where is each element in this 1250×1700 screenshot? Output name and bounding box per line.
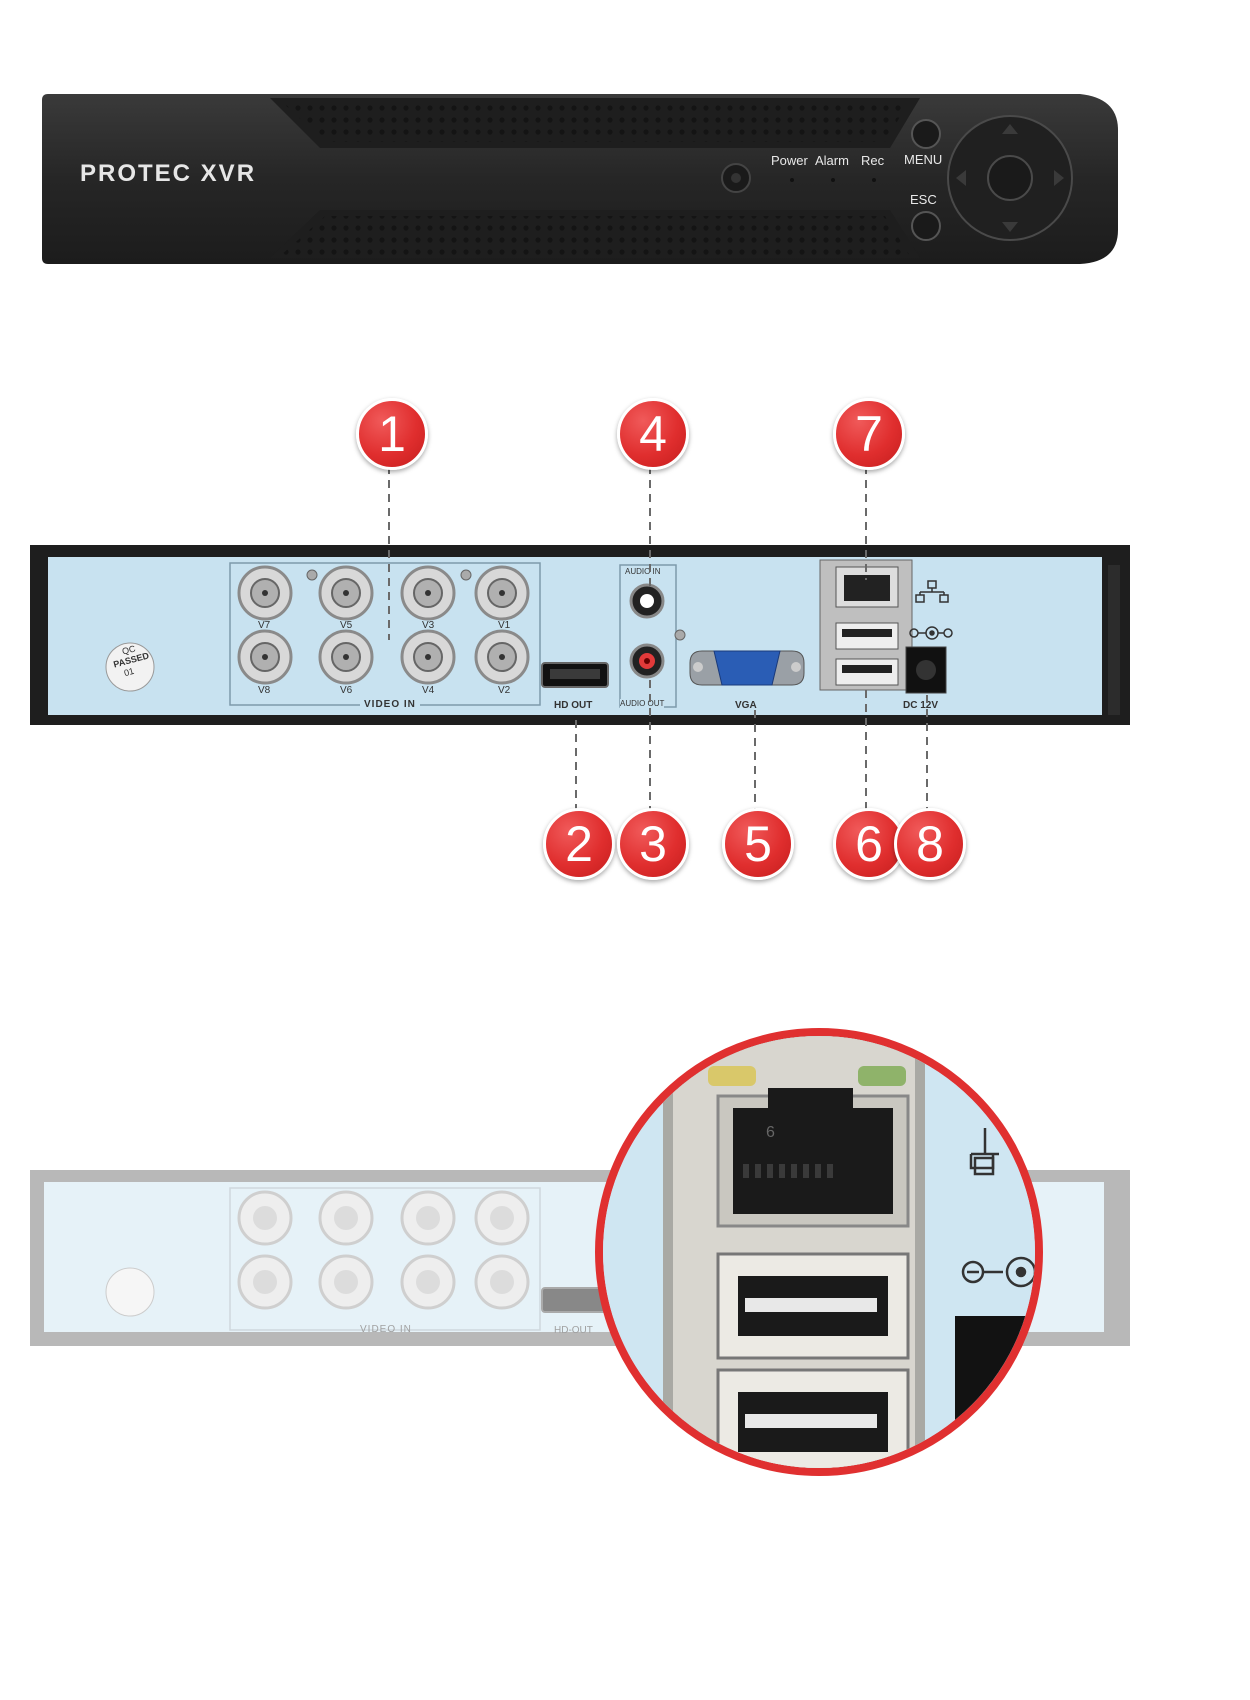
label-v3: V3: [422, 620, 435, 631]
esc-button-shape: [911, 211, 941, 241]
callout-badge-2: 2: [543, 808, 615, 880]
front-panel-drawing: [42, 94, 1118, 264]
screw-icon: [306, 569, 318, 581]
vga-label: VGA: [735, 700, 757, 711]
alarm-led: [831, 178, 835, 182]
zoom-port-number: 6: [766, 1124, 775, 1141]
rec-indicator-label: Rec: [861, 153, 885, 168]
faded-video-in-label: VIDEO IN: [360, 1324, 412, 1335]
zoom-dc-polarity-icon: [961, 1256, 1035, 1288]
bnc-connector-v7: [237, 565, 293, 621]
menu-button[interactable]: MENU: [904, 152, 943, 167]
qc-sticker: [105, 642, 155, 692]
bnc-connector-v6: [318, 629, 374, 685]
faded-hd-out-label: HD-OUT: [554, 1325, 593, 1336]
screw-icon: [674, 629, 686, 641]
callout-lines: [388, 466, 928, 810]
label-v2: V2: [498, 685, 511, 696]
screw-icon: [460, 569, 472, 581]
label-v4: V4: [422, 685, 435, 696]
callout-badge-1: 1: [356, 398, 428, 470]
zoom-network-symbol-icon: [969, 1128, 999, 1176]
rec-led: [872, 178, 876, 182]
label-v8: V8: [258, 685, 271, 696]
zoom-detail-drawing: [603, 1036, 1035, 1468]
bnc-connector-v5: [318, 565, 374, 621]
power-led: [790, 178, 794, 182]
zoom-dc-jack-icon: [955, 1316, 1035, 1466]
bnc-connector-v2: [474, 629, 530, 685]
callout-badge-7: 7: [833, 398, 905, 470]
label-v6: V6: [340, 685, 353, 696]
brand-logo: PROTEC XVR: [80, 160, 257, 187]
callout-badge-4: 4: [617, 398, 689, 470]
dc-12v-label: DC 12V: [903, 700, 939, 711]
front-panel: PROTEC XVR Power Alarm Rec MENU ESC: [40, 90, 1120, 266]
label-v5: V5: [340, 620, 353, 631]
network-symbol-icon: [915, 580, 949, 603]
rear-panel: QC PASSED 01 V7 V5 V3 V1 V8 V6 V4 V2 VID…: [30, 545, 1130, 725]
esc-button[interactable]: ESC: [910, 192, 937, 207]
alarm-indicator-label: Alarm: [815, 153, 849, 168]
bnc-connector-v8: [237, 629, 293, 685]
power-indicator-label: Power: [771, 153, 808, 168]
ethernet-led-left: [708, 1066, 756, 1086]
dc-polarity-icon: [909, 626, 953, 640]
ethernet-led-right: [858, 1066, 906, 1086]
audio-out-label: AUDIO OUT: [620, 699, 665, 708]
menu-button-shape: [911, 119, 941, 149]
label-v1: V1: [498, 620, 511, 631]
callout-badge-8: 8: [894, 808, 966, 880]
audio-in-label: AUDIO IN: [625, 567, 661, 576]
bnc-connector-v1: [474, 565, 530, 621]
bnc-connector-v4: [400, 629, 456, 685]
zoom-magnifier: 6: [595, 1028, 1043, 1476]
video-in-label: VIDEO IN: [360, 699, 420, 710]
label-v7: V7: [258, 620, 271, 631]
bnc-connectors: [105, 565, 953, 694]
hd-out-label: HD OUT: [554, 700, 593, 711]
callout-badge-5: 5: [722, 808, 794, 880]
callout-badge-3: 3: [617, 808, 689, 880]
bnc-connector-v3: [400, 565, 456, 621]
